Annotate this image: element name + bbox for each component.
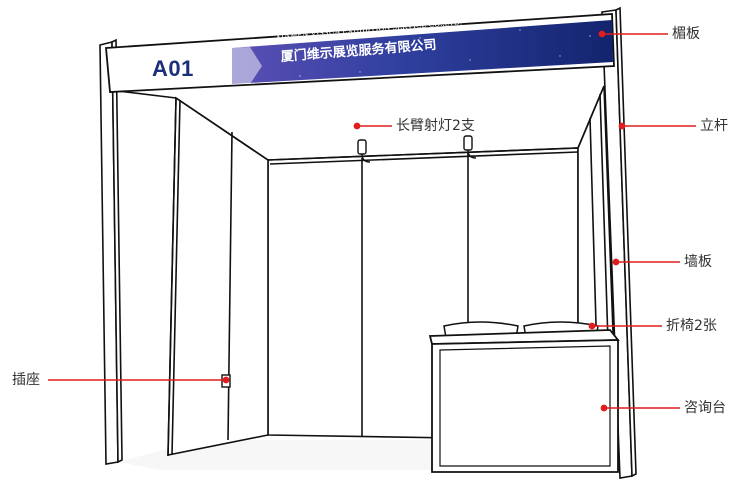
spotlights: [357, 135, 477, 163]
front-left-post: [99, 38, 123, 465]
booth-number: A01: [152, 56, 194, 81]
left-wall: [167, 96, 269, 457]
socket-callout-label: 插座: [12, 372, 40, 388]
info-desk: [428, 329, 620, 473]
info-desk-callout-label: 咨询台: [684, 400, 726, 416]
spotlight-callout-label: 长臂射灯2支: [396, 118, 475, 134]
callout-leaders: [48, 30, 696, 412]
wall-panel-callout-label: 墙板: [684, 254, 712, 270]
post-callout-label: 立杆: [700, 118, 728, 134]
chairs-callout-label: 折椅2张: [666, 318, 717, 334]
fascia-callout-label: 楣板: [672, 26, 700, 42]
fascia-board: [105, 13, 615, 93]
